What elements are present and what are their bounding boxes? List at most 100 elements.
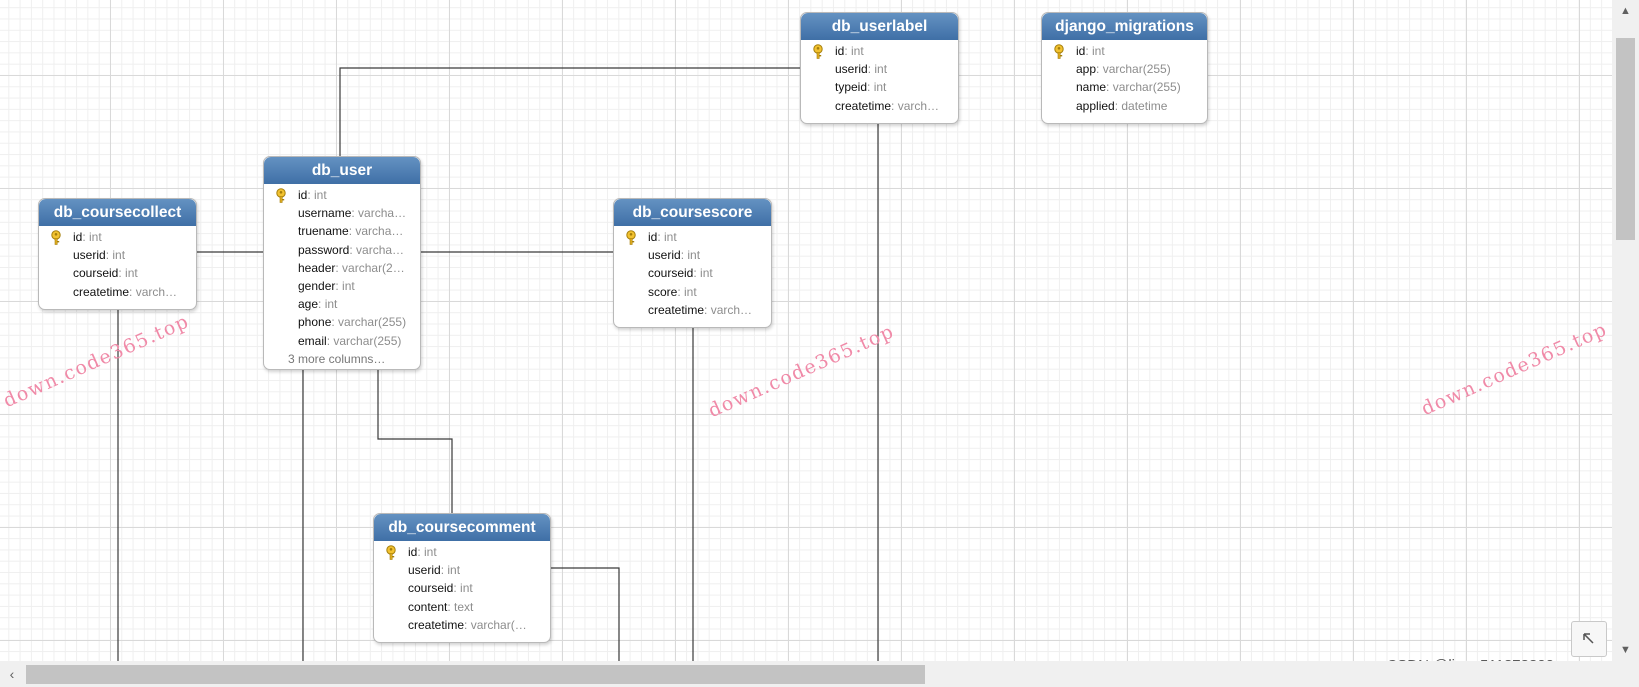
- entity-title: db_coursecollect: [39, 199, 196, 226]
- column-type-sep: :: [82, 230, 90, 244]
- primary-key-column[interactable]: id: int: [47, 228, 192, 246]
- column-type: int: [700, 266, 713, 281]
- horizontal-scroll-thumb[interactable]: [26, 665, 925, 684]
- entity-title: django_migrations: [1042, 13, 1207, 40]
- table-column[interactable]: userid: int: [47, 246, 192, 264]
- column-name: truename: [298, 224, 349, 239]
- table-column[interactable]: username: varcha…: [272, 204, 416, 222]
- column-type: int: [684, 284, 697, 299]
- table-column[interactable]: applied: datetime: [1050, 97, 1203, 115]
- column-type: int: [112, 248, 126, 263]
- fit-to-screen-button[interactable]: [1571, 621, 1607, 657]
- column-name: password: [298, 242, 350, 257]
- table-column[interactable]: courseid: int: [382, 579, 546, 597]
- column-type: varch…: [710, 302, 753, 317]
- column-type: varchar(…: [470, 617, 527, 632]
- column-name: email: [298, 333, 327, 348]
- column-type-sep: :: [677, 284, 685, 299]
- column-name: createtime: [835, 98, 892, 113]
- relation-user-userlabel: [339, 67, 801, 157]
- table-column[interactable]: userid: int: [809, 60, 954, 78]
- column-type: int: [1092, 44, 1105, 58]
- column-type-sep: :: [704, 302, 711, 317]
- vertical-scrollbar[interactable]: ▲ ▼: [1612, 0, 1639, 661]
- table-column[interactable]: createtime: varch…: [809, 97, 954, 115]
- column-type-sep: :: [867, 80, 874, 95]
- table-column[interactable]: gender: int: [272, 277, 416, 295]
- table-column[interactable]: courseid: int: [47, 264, 192, 282]
- relationship-lines: [117, 67, 879, 661]
- table-column[interactable]: score: int: [622, 283, 767, 301]
- column-name: courseid: [408, 581, 454, 596]
- column-type: varch…: [897, 98, 940, 113]
- table-column[interactable]: courseid: int: [622, 264, 767, 282]
- table-column[interactable]: typeid: int: [809, 78, 954, 96]
- horizontal-scrollbar[interactable]: ‹: [0, 661, 1612, 687]
- column-type-sep: :: [657, 230, 665, 244]
- column-type: varch…: [135, 284, 178, 299]
- table-column[interactable]: name: varchar(255): [1050, 78, 1203, 96]
- table-column[interactable]: header: varchar(2…: [272, 259, 416, 277]
- primary-key-column[interactable]: id: int: [1050, 42, 1203, 60]
- table-column[interactable]: createtime: varch…: [47, 283, 192, 301]
- primary-key-column[interactable]: id: int: [272, 186, 416, 204]
- table-column[interactable]: age: int: [272, 295, 416, 313]
- table-column[interactable]: createtime: varchar(…: [382, 616, 546, 634]
- column-name: id: [648, 230, 658, 244]
- column-name: id: [73, 230, 83, 244]
- scroll-down-button[interactable]: ▼: [1620, 644, 1631, 656]
- column-name: name: [1076, 80, 1107, 95]
- primary-key-column[interactable]: id: int: [622, 228, 767, 246]
- table-column[interactable]: phone: varchar(255): [272, 313, 416, 331]
- column-type: int: [447, 563, 461, 578]
- relation-user-coursecomment: [377, 369, 453, 514]
- entity-title: db_user: [264, 157, 420, 184]
- column-name: createtime: [408, 617, 465, 632]
- column-type: int: [125, 266, 138, 281]
- vertical-scroll-thumb[interactable]: [1616, 38, 1635, 240]
- column-name: createtime: [73, 284, 130, 299]
- column-type: text: [454, 599, 474, 614]
- table-column[interactable]: content: text: [382, 598, 546, 616]
- scroll-left-button[interactable]: ‹: [9, 666, 15, 682]
- table-column[interactable]: userid: int: [622, 246, 767, 264]
- column-name: typeid: [835, 80, 868, 95]
- primary-key-column[interactable]: id: int: [809, 42, 954, 60]
- column-name: username: [298, 206, 352, 221]
- key-icon: [51, 230, 61, 245]
- column-type-sep: :: [891, 98, 898, 113]
- table-column[interactable]: truename: varcha…: [272, 222, 416, 240]
- column-type: varchar(255): [1112, 80, 1181, 95]
- table-column[interactable]: password: varcha…: [272, 241, 416, 259]
- column-name: header: [298, 260, 336, 275]
- key-icon: [813, 44, 823, 59]
- column-type-sep: :: [307, 188, 315, 202]
- column-type: int: [314, 188, 327, 202]
- column-name: applied: [1076, 98, 1115, 113]
- column-type: int: [873, 80, 887, 95]
- column-name: userid: [835, 62, 868, 77]
- column-name: id: [1076, 44, 1086, 58]
- table-column[interactable]: createtime: varch…: [622, 301, 767, 319]
- column-type: varchar(2…: [342, 260, 405, 275]
- table-column[interactable]: userid: int: [382, 561, 546, 579]
- column-name: id: [835, 44, 845, 58]
- table-column[interactable]: email: varchar(255): [272, 332, 416, 350]
- more-columns-link[interactable]: 3 more columns…: [288, 351, 386, 366]
- primary-key-column[interactable]: id: int: [382, 543, 546, 561]
- scroll-up-button[interactable]: ▲: [1620, 5, 1631, 17]
- key-icon: [626, 230, 636, 245]
- table-column[interactable]: app: varchar(255): [1050, 60, 1203, 78]
